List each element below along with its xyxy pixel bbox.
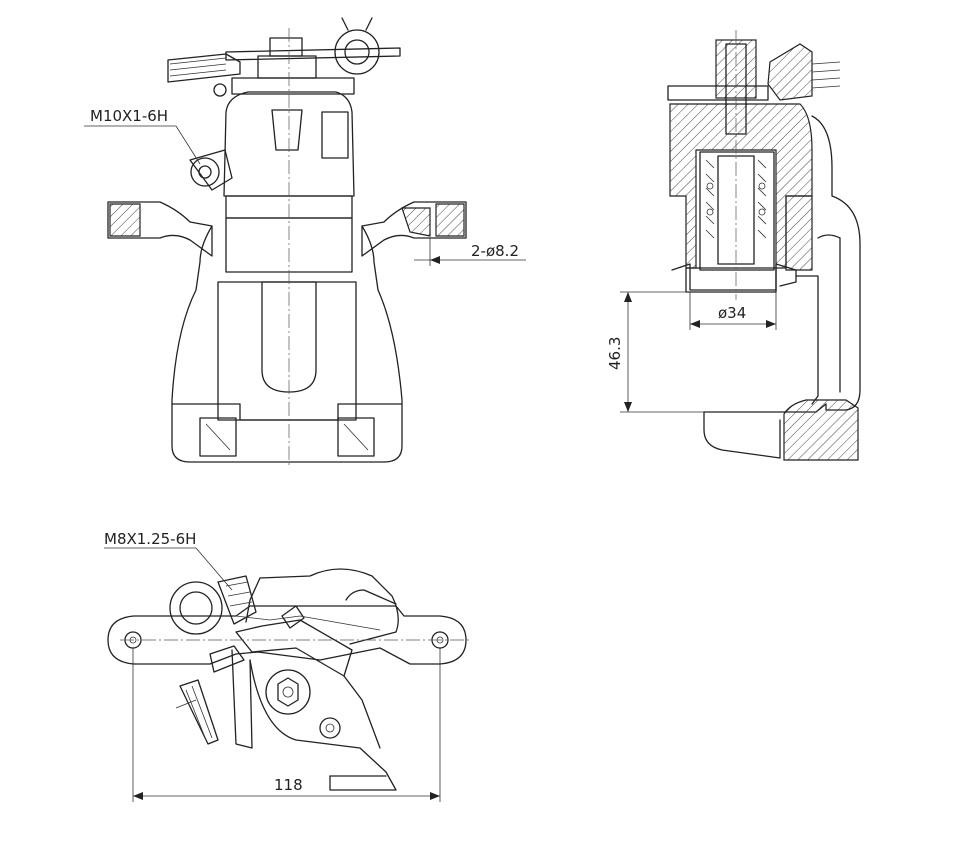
front-view — [107, 17, 467, 468]
piston-diameter-dim: ø34 — [689, 292, 777, 330]
height-label: 46.3 — [606, 337, 624, 370]
height-dim: 46.3 — [606, 291, 704, 413]
piston-diameter-label: ø34 — [718, 304, 746, 322]
top-thread-callout: M8X1.25-6H — [104, 530, 196, 549]
hole-callout: 2-ø8.2 — [414, 238, 526, 266]
thread-label-front: M10X1-6H — [90, 107, 168, 125]
section-view — [667, 30, 861, 461]
front-thread-callout: M10X1-6H — [84, 107, 201, 165]
top-view — [107, 547, 470, 791]
width-dim: 118 — [132, 648, 441, 802]
width-label: 118 — [274, 776, 303, 794]
thread-label-top: M8X1.25-6H — [104, 530, 196, 548]
hole-spec-label: 2-ø8.2 — [471, 242, 519, 260]
